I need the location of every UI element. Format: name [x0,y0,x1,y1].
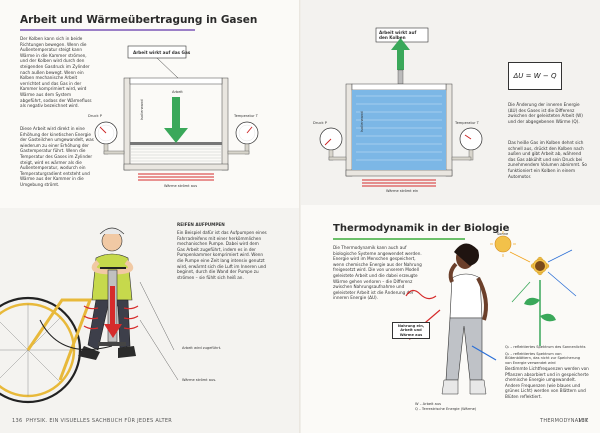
heat-in-label: Wärme strömt ein [386,189,419,193]
work-supplied-label: Arbeit wird zugeführt. [182,346,222,350]
pump-heading: REIFEN AUFPUMPEN [177,222,225,227]
biology-text: Die Thermodynamik kann auch auf biologis… [333,245,422,301]
page-number-right: 137 [578,418,589,424]
heat-flows-out-label: Wärme strömt aus. [182,378,217,382]
reflected-sunlight-label: Q₁ – reflektiertes Spektrum des Sonnenli… [505,345,586,349]
pump-text: Ein Beispiel dafür ist das Aufpumpen ein… [177,230,267,280]
page-title: Arbeit und Wärmeübertragung in Gasen [20,14,258,26]
equation-explanation: Die Änderung der inneren Energie (ΔU) de… [508,102,583,124]
plant-text: Bestimmte Lichtfrequenzen werden von Pfl… [505,366,589,399]
callout-work-on-piston: Arbeit wirkt auf den Kolben [379,30,417,40]
title-underline [20,29,195,31]
page-number-left: 136 [12,418,23,424]
work-label: Arbeit [172,90,183,94]
biology-title: Thermodynamik in der Biologie [333,223,510,234]
piston-explanation: Das heiße Gas im Kolben dehnt sich schne… [508,140,587,179]
temperature-label: Temperatur T [234,114,258,118]
food-work-heat-label: Nahrung ein, Arbeit und Wärme aus [392,322,430,340]
pressure-label-right: Druck P [313,121,327,125]
work-out-label: W – Arbeit aus [415,402,441,406]
callout-work-on-gas: Arbeit wirkt auf das Gas [133,50,191,55]
footer-chapter: THERMODYNAMIK [540,418,589,424]
heat-out-label: Wärme strömt aus [164,184,198,188]
book-gutter [299,0,301,433]
temperature-label-right: Temperatur T [455,121,479,125]
sun-label: Sonne [497,232,509,236]
pump-panel [0,208,300,433]
footer-book-title: PHYSIK. EIN VISUELLES SACHBUCH FÜR JEDES… [26,418,173,424]
first-law-equation: ΔU = W − Q [508,62,562,90]
biology-title-underline [333,238,465,240]
terrestrial-heat-label: Q – Terrestrische Energie (Wärme) [415,407,477,411]
reflected-petals-label: Q₂ – reflektiertes Spektrum von Blütenbl… [505,352,581,365]
intro-text-2: Diese Arbeit wird direkt in eine Erhöhun… [20,126,94,187]
intro-text: Der Kolben kann sich in beide Richtungen… [20,36,92,109]
pressure-label: Druck P [88,114,102,118]
